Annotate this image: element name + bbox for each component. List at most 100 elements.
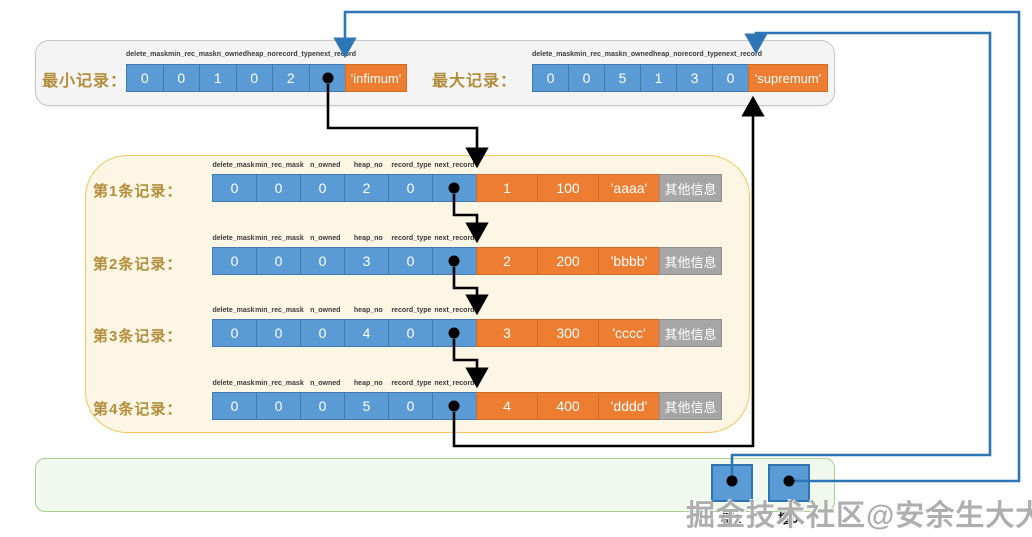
field-cell: 0 [300,174,344,202]
field-cell: 5 [604,64,640,92]
field-header: delete_mask [212,162,255,169]
field-cell: 1 [640,64,676,92]
field-header: record_type [391,162,432,169]
record-3-field-headers: delete_mask min_rec_mask n_owned heap_no… [212,307,476,314]
field-cell: 0 [568,64,604,92]
field-header: next_record [434,307,475,314]
min-record-row: 0 0 1 0 2 'infimum' [126,64,407,92]
field-header: next_record [721,51,762,58]
field-header: next_record [434,162,475,169]
data-cell: 300 [537,319,598,347]
min-record-label: 最小记录： [42,73,128,90]
field-header: n_owned [216,51,248,58]
record-2-label: 第2条记录： [93,256,183,273]
field-header: min_rec_mask [574,51,623,58]
field-header: n_owned [310,380,341,387]
extra-info-cell: 其他信息 [659,319,722,347]
field-cell: 0 [300,392,344,420]
field-header: min_rec_mask [255,162,304,169]
field-header: heap_no [653,51,682,58]
field-cell: 0 [388,247,432,275]
data-cell: 2 [476,247,537,275]
data-cell: 1 [476,174,537,202]
field-cell: 0 [300,247,344,275]
field-cell: 0 [256,247,300,275]
min-record-field-headers: delete_mask min_rec_mask n_owned heap_no… [126,51,356,58]
record-3-label: 第3条记录： [93,328,183,345]
field-cell: 2 [344,174,388,202]
data-cell: 200 [537,247,598,275]
field-header: record_type [391,380,432,387]
data-cell: 4 [476,392,537,420]
field-header: next_record [315,51,356,58]
field-cell: 5 [344,392,388,420]
field-header: heap_no [247,51,276,58]
field-header: delete_mask [212,307,255,314]
next-record-pointer-cell [432,319,476,347]
data-cell: 'bbbb' [598,247,659,275]
field-cell: 0 [388,392,432,420]
field-cell: 0 [256,174,300,202]
max-record-label: 最大记录： [432,73,518,90]
next-record-pointer-cell [432,392,476,420]
field-cell: 0 [212,392,256,420]
field-header: record_type [391,307,432,314]
field-header: n_owned [310,162,341,169]
field-header: heap_no [353,162,383,169]
field-cell: 1 [199,64,236,92]
field-header: next_record [434,380,475,387]
data-cell: 'aaaa' [598,174,659,202]
field-header: min_rec_mask [255,307,304,314]
field-cell: 4 [344,319,388,347]
field-header: heap_no [353,307,383,314]
record-1-label: 第1条记录： [93,183,183,200]
field-header: n_owned [622,51,654,58]
data-cell: 400 [537,392,598,420]
next-record-pointer-cell [432,174,476,202]
field-cell: 0 [388,319,432,347]
record-3-row: 0 0 0 4 0 3 300 'cccc' 其他信息 [212,319,722,347]
max-record-field-headers: delete_mask min_rec_mask n_owned heap_no… [532,51,762,58]
field-header: delete_mask [532,51,575,58]
field-header: record_type [681,51,722,58]
field-header: delete_mask [126,51,169,58]
field-cell: 0 [126,64,163,92]
field-cell: 0 [256,392,300,420]
data-cell: 3 [476,319,537,347]
field-cell: 0 [532,64,568,92]
record-1-field-headers: delete_mask min_rec_mask n_owned heap_no… [212,162,476,169]
field-cell: 0 [212,247,256,275]
slot-1-label: 槽1 [721,511,742,526]
data-cell: 100 [537,174,598,202]
extra-info-cell: 其他信息 [659,247,722,275]
record-1-row: 0 0 0 2 0 1 100 'aaaa' 其他信息 [212,174,722,202]
field-cell: 0 [162,64,199,92]
field-header: min_rec_mask [168,51,217,58]
record-2-field-headers: delete_mask min_rec_mask n_owned heap_no… [212,235,476,242]
field-cell: 0 [256,319,300,347]
max-record-row: 0 0 5 1 3 0 'supremum' [532,64,828,92]
record-4-label: 第4条记录： [93,401,183,418]
field-header: record_type [275,51,316,58]
field-cell: 3 [676,64,712,92]
field-header: record_type [391,235,432,242]
watermark-text: 掘金技术社区@安余生大大 [686,500,1032,532]
slot-0-label: 槽0 [778,511,799,526]
field-cell: 0 [212,319,256,347]
field-header: delete_mask [212,235,255,242]
field-header: delete_mask [212,380,255,387]
record-4-field-headers: delete_mask min_rec_mask n_owned heap_no… [212,380,476,387]
field-cell: 2 [272,64,309,92]
field-header: n_owned [310,307,341,314]
field-cell: 3 [344,247,388,275]
field-header: n_owned [310,235,341,242]
infimum-cell: 'infimum' [345,64,407,92]
data-cell: 'cccc' [598,319,659,347]
field-cell: 0 [235,64,272,92]
extra-info-cell: 其他信息 [659,392,722,420]
field-header: min_rec_mask [255,380,304,387]
next-record-pointer-cell [308,64,345,92]
field-header: heap_no [353,380,383,387]
record-4-row: 0 0 0 5 0 4 400 'dddd' 其他信息 [212,392,722,420]
